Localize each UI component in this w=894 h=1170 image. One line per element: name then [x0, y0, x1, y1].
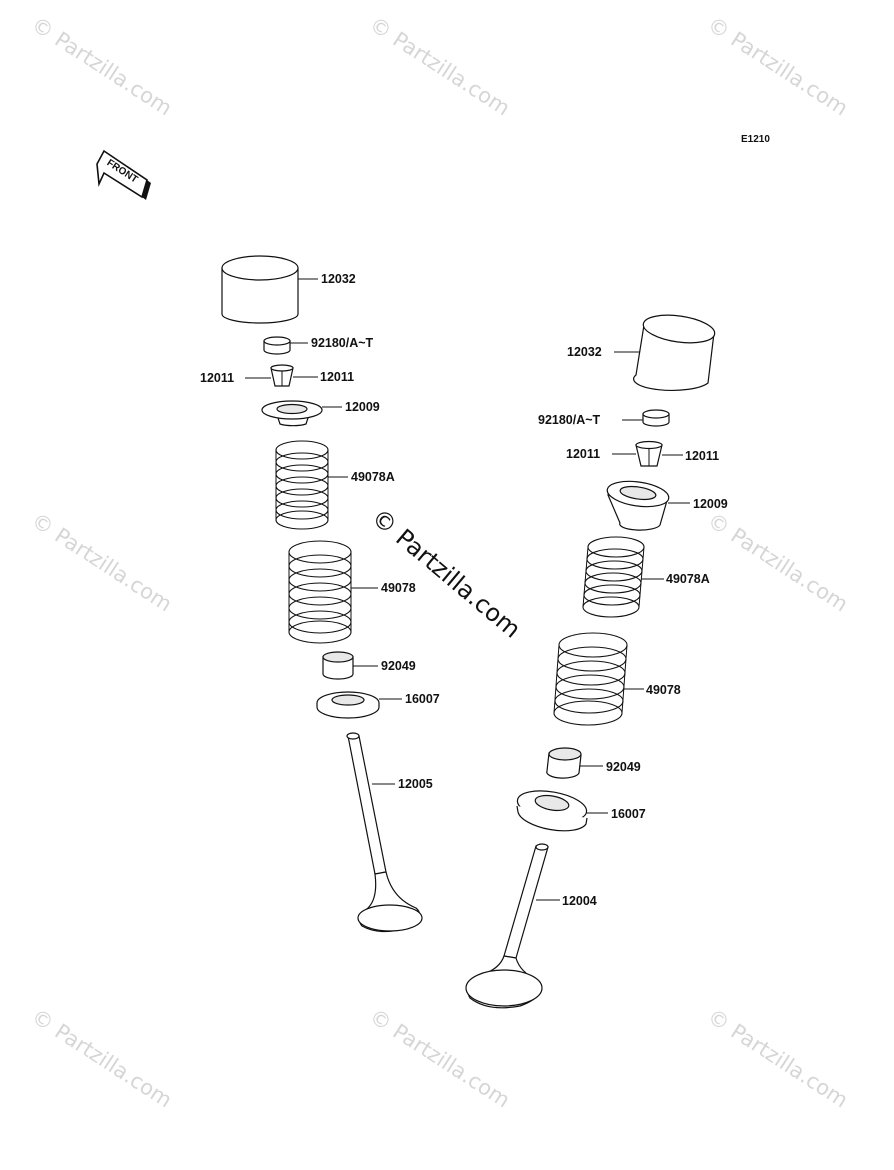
part-label-inner-spring[interactable]: 49078A	[351, 470, 395, 484]
shim-part[interactable]	[642, 409, 670, 427]
intake-valve-part[interactable]	[465, 843, 549, 1009]
part-label-valve[interactable]: 12005	[398, 777, 433, 791]
part-label-keeper-left[interactable]: 12011	[566, 447, 600, 461]
front-arrow-icon: FRONT	[96, 149, 151, 200]
part-label-stem-seal[interactable]: 92049	[606, 760, 641, 774]
part-label-tappet[interactable]: 12032	[321, 272, 356, 286]
retainer-part[interactable]	[606, 478, 671, 531]
right-valve-assembly: 12032 92180/A~T 12011 12011 12009	[465, 311, 728, 1009]
part-label-outer-spring[interactable]: 49078	[646, 683, 681, 697]
watermark: © Partzilla.com	[27, 1004, 176, 1112]
part-label-keeper-right[interactable]: 12011	[685, 449, 719, 463]
part-label-retainer[interactable]: 12009	[345, 400, 380, 414]
part-label-spring-seat[interactable]: 16007	[405, 692, 440, 706]
part-label-shim[interactable]: 92180/A~T	[538, 413, 601, 427]
stem-seal-part[interactable]	[546, 747, 582, 779]
part-label-tappet[interactable]: 12032	[567, 345, 602, 359]
spring-seat-part[interactable]	[316, 691, 380, 719]
watermark: © Partzilla.com	[703, 12, 852, 120]
watermark: © Partzilla.com	[703, 508, 852, 616]
tappet-part[interactable]	[221, 255, 299, 324]
outer-spring-part[interactable]	[288, 540, 352, 644]
diagram-code: E1210	[741, 134, 770, 145]
tappet-part[interactable]	[632, 311, 717, 392]
left-valve-assembly: 12032 92180/A~T 12011 12011 12009	[200, 255, 440, 933]
watermark: © Partzilla.com	[365, 12, 514, 120]
shim-part[interactable]	[263, 336, 291, 355]
spring-seat-part[interactable]	[515, 786, 589, 832]
center-watermark: © Partzilla.com	[366, 503, 526, 643]
part-label-spring-seat[interactable]: 16007	[611, 807, 646, 821]
keeper-part[interactable]	[635, 440, 663, 467]
part-label-retainer[interactable]: 12009	[693, 497, 728, 511]
exhaust-valve-part[interactable]	[346, 732, 423, 933]
inner-spring-part[interactable]	[275, 440, 329, 530]
watermark: © Partzilla.com	[365, 1004, 514, 1112]
outer-spring-part[interactable]	[553, 632, 628, 726]
part-label-keeper-left[interactable]: 12011	[200, 371, 234, 385]
inner-spring-part[interactable]	[582, 536, 645, 618]
watermark: © Partzilla.com	[27, 508, 176, 616]
watermark: © Partzilla.com	[27, 12, 176, 120]
part-label-shim[interactable]: 92180/A~T	[311, 336, 374, 350]
stem-seal-part[interactable]	[322, 651, 354, 680]
part-label-outer-spring[interactable]: 49078	[381, 581, 416, 595]
part-label-valve[interactable]: 12004	[562, 894, 597, 908]
part-label-stem-seal[interactable]: 92049	[381, 659, 416, 673]
watermark: © Partzilla.com	[703, 1004, 852, 1112]
part-label-inner-spring[interactable]: 49078A	[666, 572, 710, 586]
retainer-part[interactable]	[261, 400, 323, 427]
part-label-keeper-right[interactable]: 12011	[320, 370, 354, 384]
keeper-part[interactable]	[270, 364, 294, 387]
